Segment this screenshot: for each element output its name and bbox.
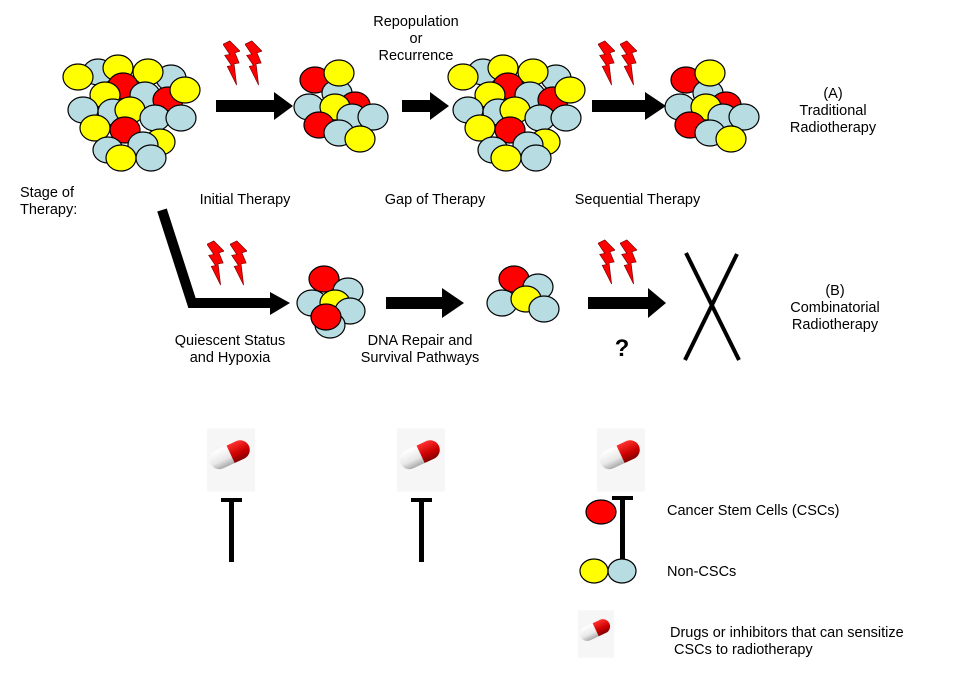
arrow-bent-to-combinatorial xyxy=(157,208,290,315)
arrow-sequential-therapy xyxy=(592,92,666,120)
csc-cell xyxy=(310,303,342,331)
non-csc-cell-yellow xyxy=(62,63,94,91)
arrow-combinatorial-sequential xyxy=(588,288,666,318)
inhibition-bar xyxy=(612,496,633,564)
eliminated-x-mark xyxy=(683,252,741,361)
tumor-cluster-csc-remaining xyxy=(486,265,560,323)
legend-non-csc-yellow-icon xyxy=(579,558,609,584)
non-csc-cell-yellow xyxy=(554,76,586,104)
title-traditional-radiotherapy: (A) Traditional Radiotherapy xyxy=(789,86,877,136)
non-csc-cell-yellow xyxy=(490,144,522,172)
non-csc-cell-blue xyxy=(165,104,197,132)
stage-sequential-therapy: Sequential Therapy xyxy=(574,192,701,208)
non-csc-cell-blue xyxy=(550,104,582,132)
unknown-outcome-mark: ? xyxy=(614,335,630,362)
non-csc-cell-yellow xyxy=(323,59,355,87)
radiation-bolt-icon xyxy=(620,40,637,86)
label-stage-of-therapy: Stage of Therapy: xyxy=(20,185,78,218)
tumor-cluster-large-recurrence xyxy=(447,54,586,172)
tumor-cluster-small-after-sequential xyxy=(664,59,760,153)
non-csc-cell-yellow xyxy=(169,76,201,104)
arrow-dna-repair xyxy=(386,288,464,318)
tumor-cluster-csc-enriched xyxy=(296,265,366,339)
legend-non-csc-label: Non-CSCs xyxy=(667,564,737,580)
inhibition-bar xyxy=(221,498,242,562)
non-csc-cell-blue xyxy=(135,144,167,172)
non-csc-cell-blue xyxy=(520,144,552,172)
stage-gap-of-therapy: Gap of Therapy xyxy=(384,192,486,208)
label-dna-repair-survival: DNA Repair and Survival Pathways xyxy=(360,333,480,366)
legend-drug-label: Drugs or inhibitors that can sensitize C… xyxy=(670,625,904,658)
inhibition-bar xyxy=(411,498,432,562)
label-repopulation-or-recurrence: Repopulation or Recurrence xyxy=(373,14,459,64)
arrow-gap-of-therapy xyxy=(402,92,449,120)
non-csc-cell-yellow xyxy=(344,125,376,153)
radiation-bolt-icon xyxy=(245,40,262,86)
drug-pill-icon xyxy=(597,428,645,492)
radiation-bolt-icon xyxy=(207,240,224,286)
non-csc-cell-yellow xyxy=(105,144,137,172)
legend-csc-label: Cancer Stem Cells (CSCs) xyxy=(667,503,840,519)
label-quiescent-status-hypoxia: Quiescent Status and Hypoxia xyxy=(174,333,286,366)
radiation-bolt-icon xyxy=(230,240,247,286)
arrow-initial-therapy xyxy=(216,92,293,120)
title-combinatorial-radiotherapy: (B) Combinatorial Radiotherapy xyxy=(790,283,880,333)
legend-non-csc-blue-icon xyxy=(607,558,637,584)
csc-cell xyxy=(308,265,340,293)
radiation-bolt-icon xyxy=(598,40,615,86)
drug-pill-icon xyxy=(397,428,445,492)
non-csc-cell-blue xyxy=(728,103,760,131)
legend-csc-cell-icon xyxy=(585,499,617,525)
legend-drug-pill-icon xyxy=(578,610,614,658)
tumor-cluster-large-initial xyxy=(62,54,201,172)
non-csc-cell-blue xyxy=(528,295,560,323)
stage-initial-therapy: Initial Therapy xyxy=(199,192,291,208)
non-csc-cell-yellow xyxy=(715,125,747,153)
drug-pill-icon xyxy=(207,428,255,492)
tumor-cluster-small-after-therapy xyxy=(293,59,389,153)
non-csc-cell-yellow xyxy=(447,63,479,91)
non-csc-cell-blue xyxy=(357,103,389,131)
radiation-bolt-icon xyxy=(598,239,615,285)
radiation-bolt-icon xyxy=(620,239,637,285)
radiation-bolt-icon xyxy=(223,40,240,86)
non-csc-cell-yellow xyxy=(694,59,726,87)
